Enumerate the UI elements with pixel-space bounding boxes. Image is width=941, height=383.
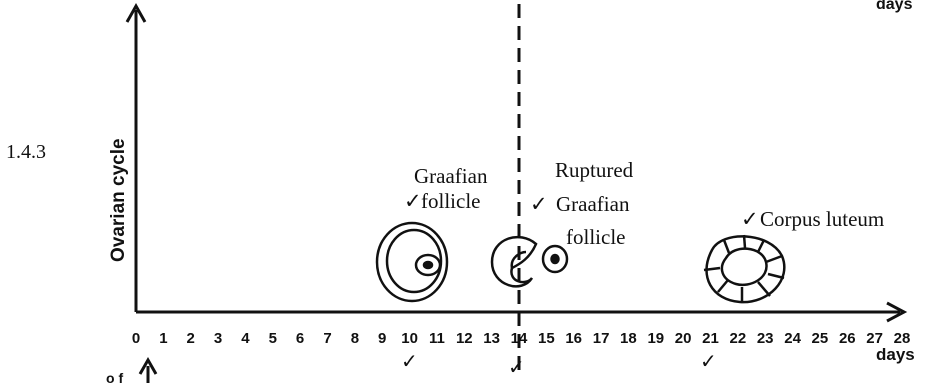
x-tick-label: 7 <box>323 330 331 347</box>
x-tick-label: 5 <box>269 330 277 347</box>
corpus-luteum-label: Corpus luteum <box>760 207 884 231</box>
x-tick-label: 24 <box>784 330 801 347</box>
x-tick-label: 16 <box>565 330 582 347</box>
graafian-check: ✓ <box>404 189 422 213</box>
corpus-luteum-drawing <box>703 234 786 304</box>
bottom-days-label: days <box>876 345 915 364</box>
ruptured-label-line1: Ruptured <box>555 158 634 182</box>
x-tick-label: 0 <box>132 330 140 347</box>
x-tick-label: 13 <box>483 330 500 347</box>
x-tick-label: 9 <box>378 330 386 347</box>
ruptured-label-line2: Graafian <box>556 192 630 216</box>
x-tick-label: 4 <box>241 330 250 347</box>
bottom-check-day21: ✓ <box>700 351 717 373</box>
x-axis-arrowhead <box>886 301 908 323</box>
x-tick-label: 15 <box>538 330 555 347</box>
x-tick-label: 22 <box>730 330 747 347</box>
x-tick-label: 2 <box>187 330 195 347</box>
next-axis-arrowhead <box>138 356 158 375</box>
x-tick-label: 8 <box>351 330 359 347</box>
ruptured-follicle-drawing <box>490 235 569 288</box>
x-tick-label: 6 <box>296 330 304 347</box>
bottom-partial-label: o f <box>106 370 123 383</box>
x-tick-label: 3 <box>214 330 222 347</box>
x-tick-label: 25 <box>812 330 829 347</box>
x-tick-label: 19 <box>647 330 664 347</box>
ruptured-check: ✓ <box>530 192 548 216</box>
y-axis-arrowhead <box>125 2 147 23</box>
x-tick-label: 28 <box>894 330 911 347</box>
graafian-follicle-drawing <box>375 221 449 303</box>
x-tick-label: 20 <box>675 330 692 347</box>
x-tick-label: 10 <box>401 330 418 347</box>
top-days-label: days <box>876 0 913 13</box>
x-tick-label: 21 <box>702 330 719 347</box>
x-tick-label: 23 <box>757 330 774 347</box>
x-tick-label: 12 <box>456 330 473 347</box>
graafian-label-line1: Graafian <box>414 164 488 188</box>
x-tick-label: 17 <box>593 330 610 347</box>
ruptured-label-line3: follicle <box>566 225 625 249</box>
graafian-label-line2: follicle <box>421 189 480 213</box>
question-number: 1.4.3 <box>6 141 46 163</box>
y-axis-label: Ovarian cycle <box>108 138 129 262</box>
x-tick-label: 1 <box>159 330 167 347</box>
x-tick-labels: 0123456789101112131415161718192021222324… <box>132 330 911 347</box>
corpus-luteum-check: ✓ <box>741 207 759 231</box>
x-tick-label: 18 <box>620 330 637 347</box>
bottom-check-day14: ✓ <box>508 357 525 379</box>
x-tick-label: 26 <box>839 330 856 347</box>
x-tick-label: 27 <box>866 330 883 347</box>
bottom-check-day10: ✓ <box>401 351 418 373</box>
x-tick-label: 11 <box>429 330 445 347</box>
